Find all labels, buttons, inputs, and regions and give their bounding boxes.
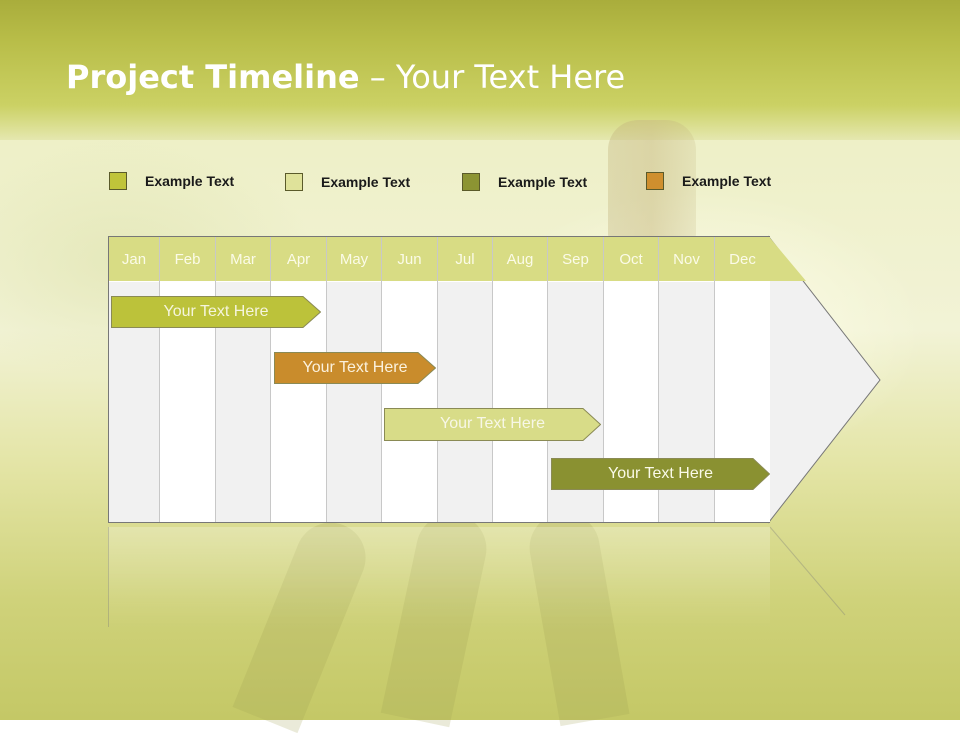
task-bar-shape: [384, 408, 601, 441]
legend-item: Example Text: [646, 170, 771, 192]
legend-swatch: [109, 172, 127, 190]
task-bar[interactable]: Your Text Here: [111, 296, 321, 328]
month-column: Jan: [109, 237, 160, 522]
task-bar[interactable]: Your Text Here: [274, 352, 436, 384]
legend-item: Example Text: [285, 171, 410, 193]
legend-item: Example Text: [462, 171, 587, 193]
legend-label: Example Text: [145, 173, 235, 189]
month-column: Feb: [160, 237, 216, 522]
task-bar-shape: [111, 296, 321, 328]
month-header: Oct: [604, 237, 658, 282]
month-header: Aug: [493, 237, 547, 282]
month-column: Mar: [216, 237, 271, 522]
legend-swatch: [285, 173, 303, 191]
month-header: Mar: [216, 237, 270, 282]
board-reflection: [108, 527, 770, 627]
slide-title: Project Timeline – Your Text Here: [66, 58, 625, 96]
header-band: [0, 0, 960, 140]
arrow-head-reflection: [769, 526, 846, 616]
title-rest: – Your Text Here: [359, 58, 626, 96]
month-header: Nov: [659, 237, 714, 282]
legend-item: Example Text: [109, 170, 234, 192]
month-header: Jan: [109, 237, 159, 282]
month-header: Feb: [160, 237, 215, 282]
month-header: May: [327, 237, 381, 282]
legend-swatch: [646, 172, 664, 190]
month-column: Aug: [493, 237, 548, 522]
month-header: Apr: [271, 237, 326, 282]
task-bar-label: Your Text Here: [440, 415, 545, 432]
month-header: Dec: [715, 237, 770, 282]
task-bar-label: Your Text Here: [608, 465, 713, 482]
task-bar[interactable]: Your Text Here: [384, 408, 601, 441]
legend-label: Example Text: [321, 174, 411, 190]
month-column: Jul: [438, 237, 493, 522]
task-bar-label: Your Text Here: [302, 359, 408, 376]
legend-swatch: [462, 173, 480, 191]
month-header: Jul: [438, 237, 492, 282]
month-header: Sep: [548, 237, 603, 282]
legend-label: Example Text: [682, 173, 772, 189]
task-bar[interactable]: Your Text Here: [551, 458, 770, 490]
title-bold: Project Timeline: [66, 58, 360, 96]
legend-label: Example Text: [498, 174, 588, 190]
task-bar-shape: [274, 352, 436, 384]
task-bar-shape: [551, 458, 770, 490]
month-header: Jun: [382, 237, 437, 282]
arrow-head-header: [770, 238, 806, 281]
task-bar-label: Your Text Here: [163, 303, 269, 320]
